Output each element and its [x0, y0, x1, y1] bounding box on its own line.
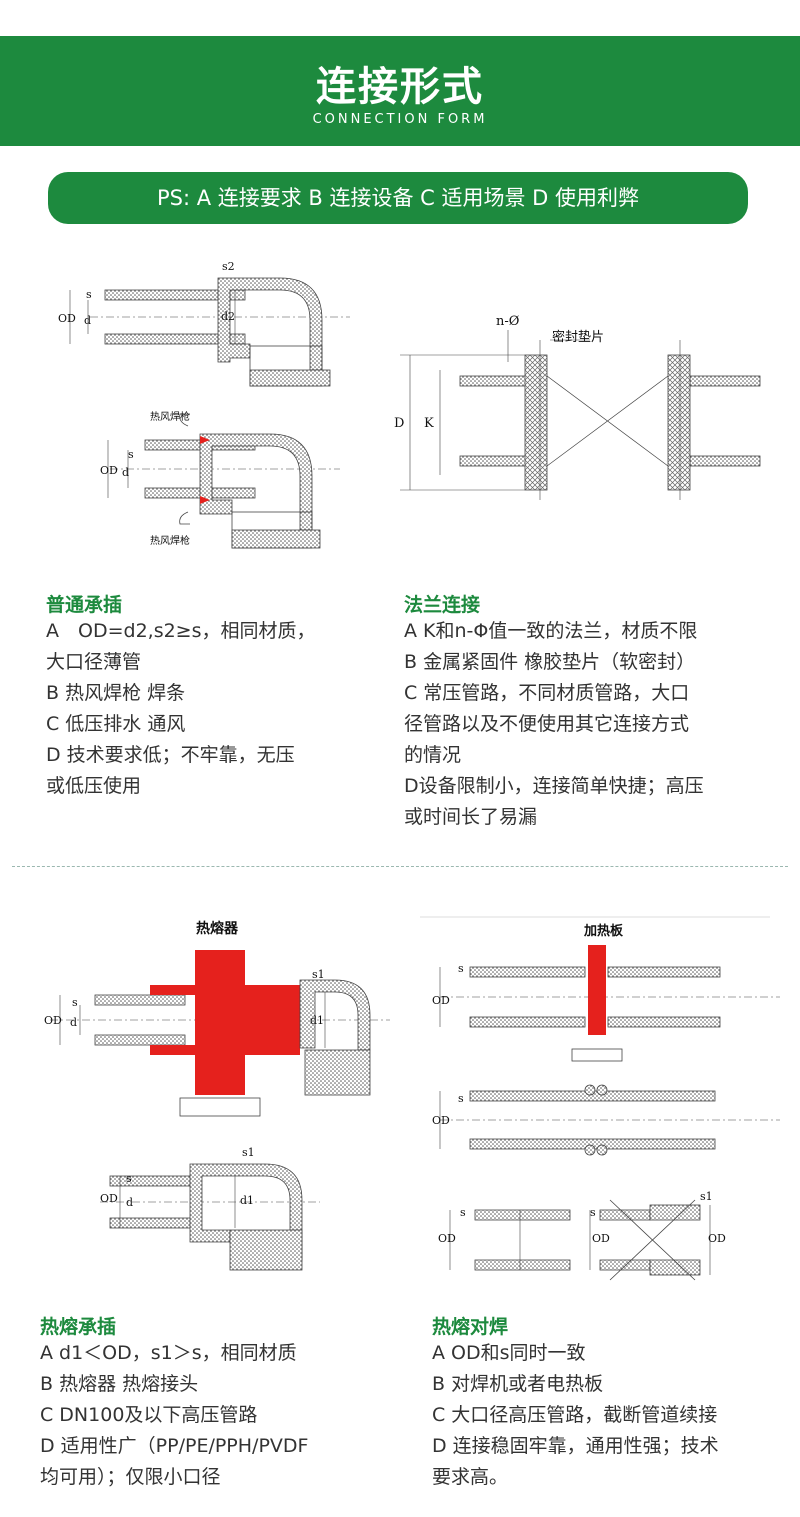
text-line: D设备限制小，连接简单快捷；高压	[404, 775, 704, 797]
text-line: B 对焊机或者电热板	[432, 1373, 604, 1395]
label-od-4: OD	[100, 1192, 118, 1205]
text-line: C DN100及以下高压管路	[40, 1404, 258, 1426]
text-line: A d1＜OD，s1＞s，相同材质	[40, 1342, 297, 1364]
text-line: 大口径薄管	[46, 651, 142, 673]
text-line: 或时间长了易漏	[404, 806, 538, 828]
section-title-fusion-socket: 热熔承插	[40, 1316, 117, 1338]
butt-fusion-diagram	[420, 916, 780, 1281]
label-s-6: s	[458, 1092, 464, 1105]
label-od-5: OD	[432, 994, 450, 1007]
label-s-2: s	[128, 448, 134, 461]
label-s-3: s	[72, 996, 78, 1009]
section-title-flange: 法兰连接	[404, 594, 481, 616]
label-s1-3: s1	[312, 968, 325, 981]
text-line: 要求高。	[432, 1466, 509, 1488]
label-s1-8: s1	[700, 1190, 713, 1203]
label-s-4: s	[126, 1172, 132, 1185]
section-title-butt-fusion: 热熔对焊	[432, 1316, 509, 1338]
ps-legend-bar: PS: A 连接要求 B 连接设备 C 适用场景 D 使用利弊	[48, 172, 748, 224]
label-d-4: d	[126, 1196, 134, 1209]
text-line: A K和n-Φ值一致的法兰，材质不限	[404, 620, 698, 642]
text-line: A OD和s同时一致	[432, 1342, 586, 1364]
section-body-flange: A K和n-Φ值一致的法兰，材质不限 B 金属紧固件 橡胶垫片（软密封） C 常…	[404, 616, 704, 833]
text-line: 径管路以及不便使用其它连接方式	[404, 713, 690, 735]
label-s-8: s	[590, 1206, 596, 1219]
section-body-fusion-socket: A d1＜OD，s1＞s，相同材质 B 热熔器 热熔接头 C DN100及以下高…	[40, 1338, 308, 1493]
text-line: C 低压排水 通风	[46, 713, 186, 735]
label-gasket: 密封垫片	[552, 330, 605, 345]
section-body-socket: A OD=d2,s2≥s，相同材质， 大口径薄管 B 热风焊枪 焊条 C 低压排…	[46, 616, 316, 802]
page-subtitle: CONNECTION FORM	[312, 112, 488, 127]
label-hot-air-gun-bottom: 热风焊枪	[150, 536, 190, 547]
text-line: D 连接稳固牢靠，通用性强；技术	[432, 1435, 719, 1457]
label-s-5: s	[458, 962, 464, 975]
label-d-2: d	[122, 466, 130, 479]
label-d1-4: d1	[240, 1194, 255, 1207]
label-hot-air-gun-top: 热风焊枪	[150, 412, 190, 423]
label-od-7: OD	[438, 1232, 456, 1245]
text-line: D 技术要求低；不牢靠，无压	[46, 744, 295, 766]
header-banner: 连接形式 CONNECTION FORM	[0, 36, 800, 146]
socket-connection-diagram	[69, 277, 350, 549]
label-fusion-machine: 热熔器	[196, 921, 238, 937]
label-od: OD	[58, 312, 76, 325]
text-line: D 适用性广（PP/PE/PPH/PVDF	[40, 1435, 309, 1457]
text-line: 的情况	[404, 744, 462, 766]
section-body-butt-fusion: A OD和s同时一致 B 对焊机或者电热板 C 大口径高压管路，截断管道续接 D…	[432, 1338, 719, 1493]
label-s1-4: s1	[242, 1146, 255, 1159]
text-line: B 热熔器 热熔接头	[40, 1373, 199, 1395]
label-od-6: OD	[432, 1114, 450, 1127]
label-n-phi: n-Ø	[496, 314, 520, 329]
text-line: 或低压使用	[46, 775, 142, 797]
label-K: K	[424, 416, 434, 431]
text-line: 均可用）；仅限小口径	[40, 1466, 221, 1488]
text-line: B 金属紧固件 橡胶垫片（软密封）	[404, 651, 696, 673]
text-line: C 常压管路，不同材质管路，大口	[404, 682, 690, 704]
text-line: C 大口径高压管路，截断管道续接	[432, 1404, 718, 1426]
fusion-socket-diagram	[50, 950, 390, 1271]
section-divider	[12, 866, 788, 867]
label-D: D	[394, 416, 405, 431]
label-d: d	[84, 314, 92, 327]
page-title: 连接形式	[316, 64, 484, 110]
label-s2: s2	[222, 260, 235, 273]
label-d2: d2	[221, 310, 236, 323]
text-line: A OD=d2,s2≥s，相同材质，	[46, 620, 316, 642]
section-title-socket: 普通承插	[46, 594, 123, 616]
label-s: s	[86, 288, 92, 301]
text-line: B 热风焊枪 焊条	[46, 682, 186, 704]
label-od-2: OD	[100, 464, 118, 477]
flange-connection-diagram	[400, 330, 761, 500]
label-od-3: OD	[44, 1014, 62, 1027]
label-od-8: OD	[592, 1232, 610, 1245]
label-d1-3: d1	[310, 1014, 325, 1027]
label-heating-plate: 加热板	[584, 924, 624, 939]
label-s-7: s	[460, 1206, 466, 1219]
label-d-3: d	[70, 1016, 78, 1029]
label-od-9: OD	[708, 1232, 726, 1245]
